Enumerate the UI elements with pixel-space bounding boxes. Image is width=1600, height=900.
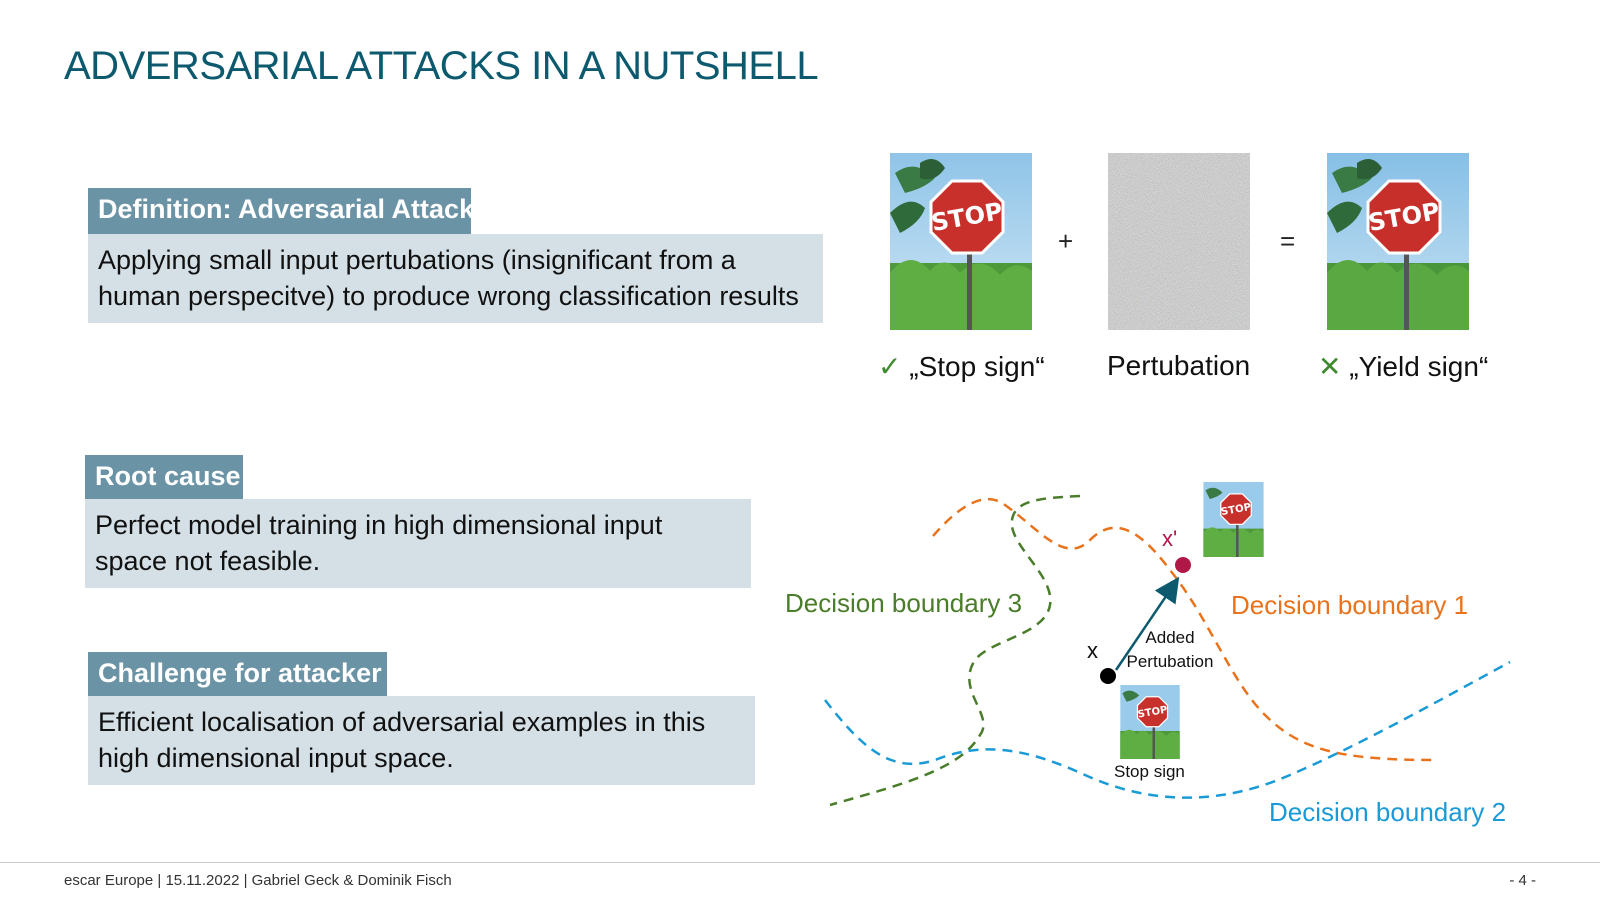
page-number: - 4 - (1509, 872, 1536, 889)
page-title: ADVERSARIAL ATTACKS IN A NUTSHELL (64, 44, 819, 88)
perturbation-noise-image (1108, 153, 1250, 330)
definition-body: Applying small input pertubations (insig… (88, 234, 823, 323)
cross-icon: ✕ (1318, 351, 1342, 382)
definition-heading: Definition: Adversarial Attack (88, 188, 474, 234)
label-added-perturbation: Added Pertubation (1124, 626, 1216, 674)
caption-yield-sign: ✕ „Yield sign“ (1318, 350, 1488, 383)
label-decision-boundary-3: Decision boundary 3 (785, 588, 1023, 618)
label-stop-sign: Stop sign (1114, 762, 1185, 781)
stop-sign-image: STOP (890, 153, 1032, 330)
svg-text:STOP: STOP (1137, 705, 1168, 721)
challenge-heading: Challenge for attacker (88, 652, 387, 698)
equals-operator: = (1280, 226, 1296, 256)
label-added: Added (1145, 628, 1195, 647)
footer-divider (0, 862, 1600, 863)
caption-perturbation: Pertubation (1107, 350, 1251, 381)
adversarial-stop-sign-image: STOP (1327, 153, 1469, 330)
check-icon: ✓ (878, 351, 902, 382)
label-x: x (1087, 638, 1098, 663)
caption-stop-sign: ✓ „Stop sign“ (878, 350, 1045, 383)
label-decision-boundary-2: Decision boundary 2 (1269, 797, 1507, 827)
small-adversarial-stop-image: STOP (1203, 482, 1264, 557)
root-cause-body: Perfect model training in high dimension… (85, 499, 751, 588)
label-x-prime: x' (1162, 526, 1178, 551)
plus-operator: + (1058, 226, 1074, 256)
caption-yield-sign-text: „Yield sign“ (1349, 351, 1489, 382)
label-pertubation: Pertubation (1126, 652, 1214, 671)
decision-boundary-3-curve (829, 494, 1081, 807)
point-x-prime (1175, 557, 1191, 573)
footer-text: escar Europe | 15.11.2022 | Gabriel Geck… (64, 872, 452, 889)
caption-stop-sign-text: „Stop sign“ (909, 351, 1045, 382)
label-decision-boundary-1: Decision boundary 1 (1231, 590, 1469, 620)
svg-text:STOP: STOP (1220, 502, 1252, 518)
small-stop-sign-image: STOP (1120, 685, 1180, 759)
point-x (1100, 668, 1116, 684)
challenge-body: Efficient localisation of adversarial ex… (88, 696, 755, 785)
root-cause-heading: Root cause (85, 455, 243, 501)
